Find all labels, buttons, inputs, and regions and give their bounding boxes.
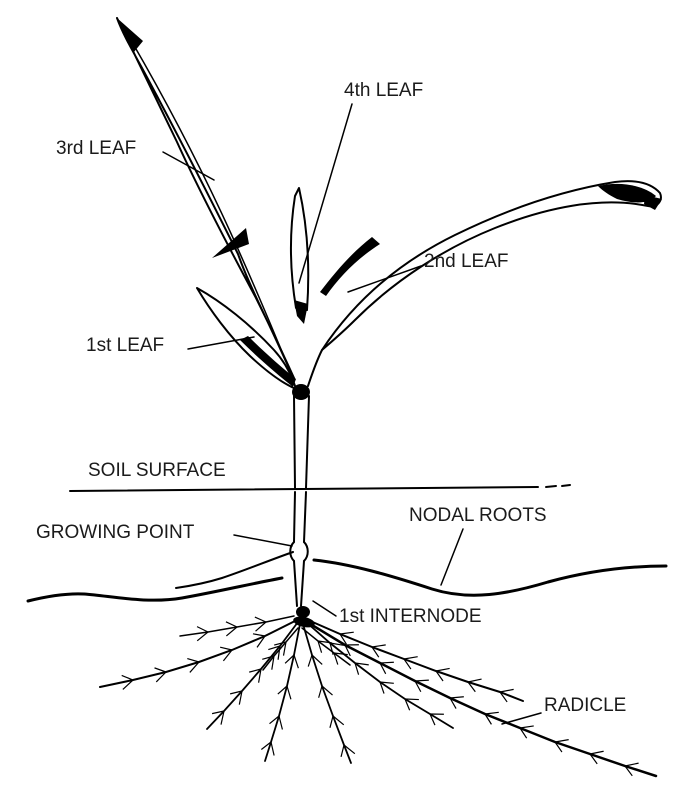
leader-4th-leaf — [298, 103, 353, 284]
root-system-drawing — [99, 615, 658, 778]
label-growing-point: GROWING POINT — [36, 522, 195, 543]
label-1st-leaf: 1st LEAF — [86, 335, 165, 356]
label-2nd-leaf: 2nd LEAF — [424, 251, 509, 272]
nodal-roots-drawing — [26, 551, 668, 603]
soil-surface-line — [69, 484, 571, 492]
label-3rd-leaf: 3rd LEAF — [56, 138, 137, 159]
leader-lines — [162, 103, 542, 725]
leader-growing-point — [233, 534, 293, 547]
leader-nodal-roots — [440, 528, 464, 586]
fourth-leaf-drawing — [289, 187, 310, 324]
label-soil-surface: SOIL SURFACE — [88, 460, 226, 481]
leader-radicle — [501, 712, 542, 725]
label-radicle: RADICLE — [544, 695, 627, 716]
third-leaf-drawing — [116, 17, 295, 379]
label-4th-leaf: 4th LEAF — [344, 80, 424, 101]
label-1st-internode: 1st INTERNODE — [339, 606, 482, 627]
second-leaf-drawing — [307, 180, 662, 387]
leader-3rd-leaf — [162, 151, 215, 181]
leader-1st-internode — [312, 600, 337, 617]
stem-drawing — [289, 384, 315, 628]
label-nodal-roots: NODAL ROOTS — [409, 505, 547, 526]
leader-1st-leaf — [187, 336, 255, 350]
leader-2nd-leaf — [347, 265, 422, 293]
